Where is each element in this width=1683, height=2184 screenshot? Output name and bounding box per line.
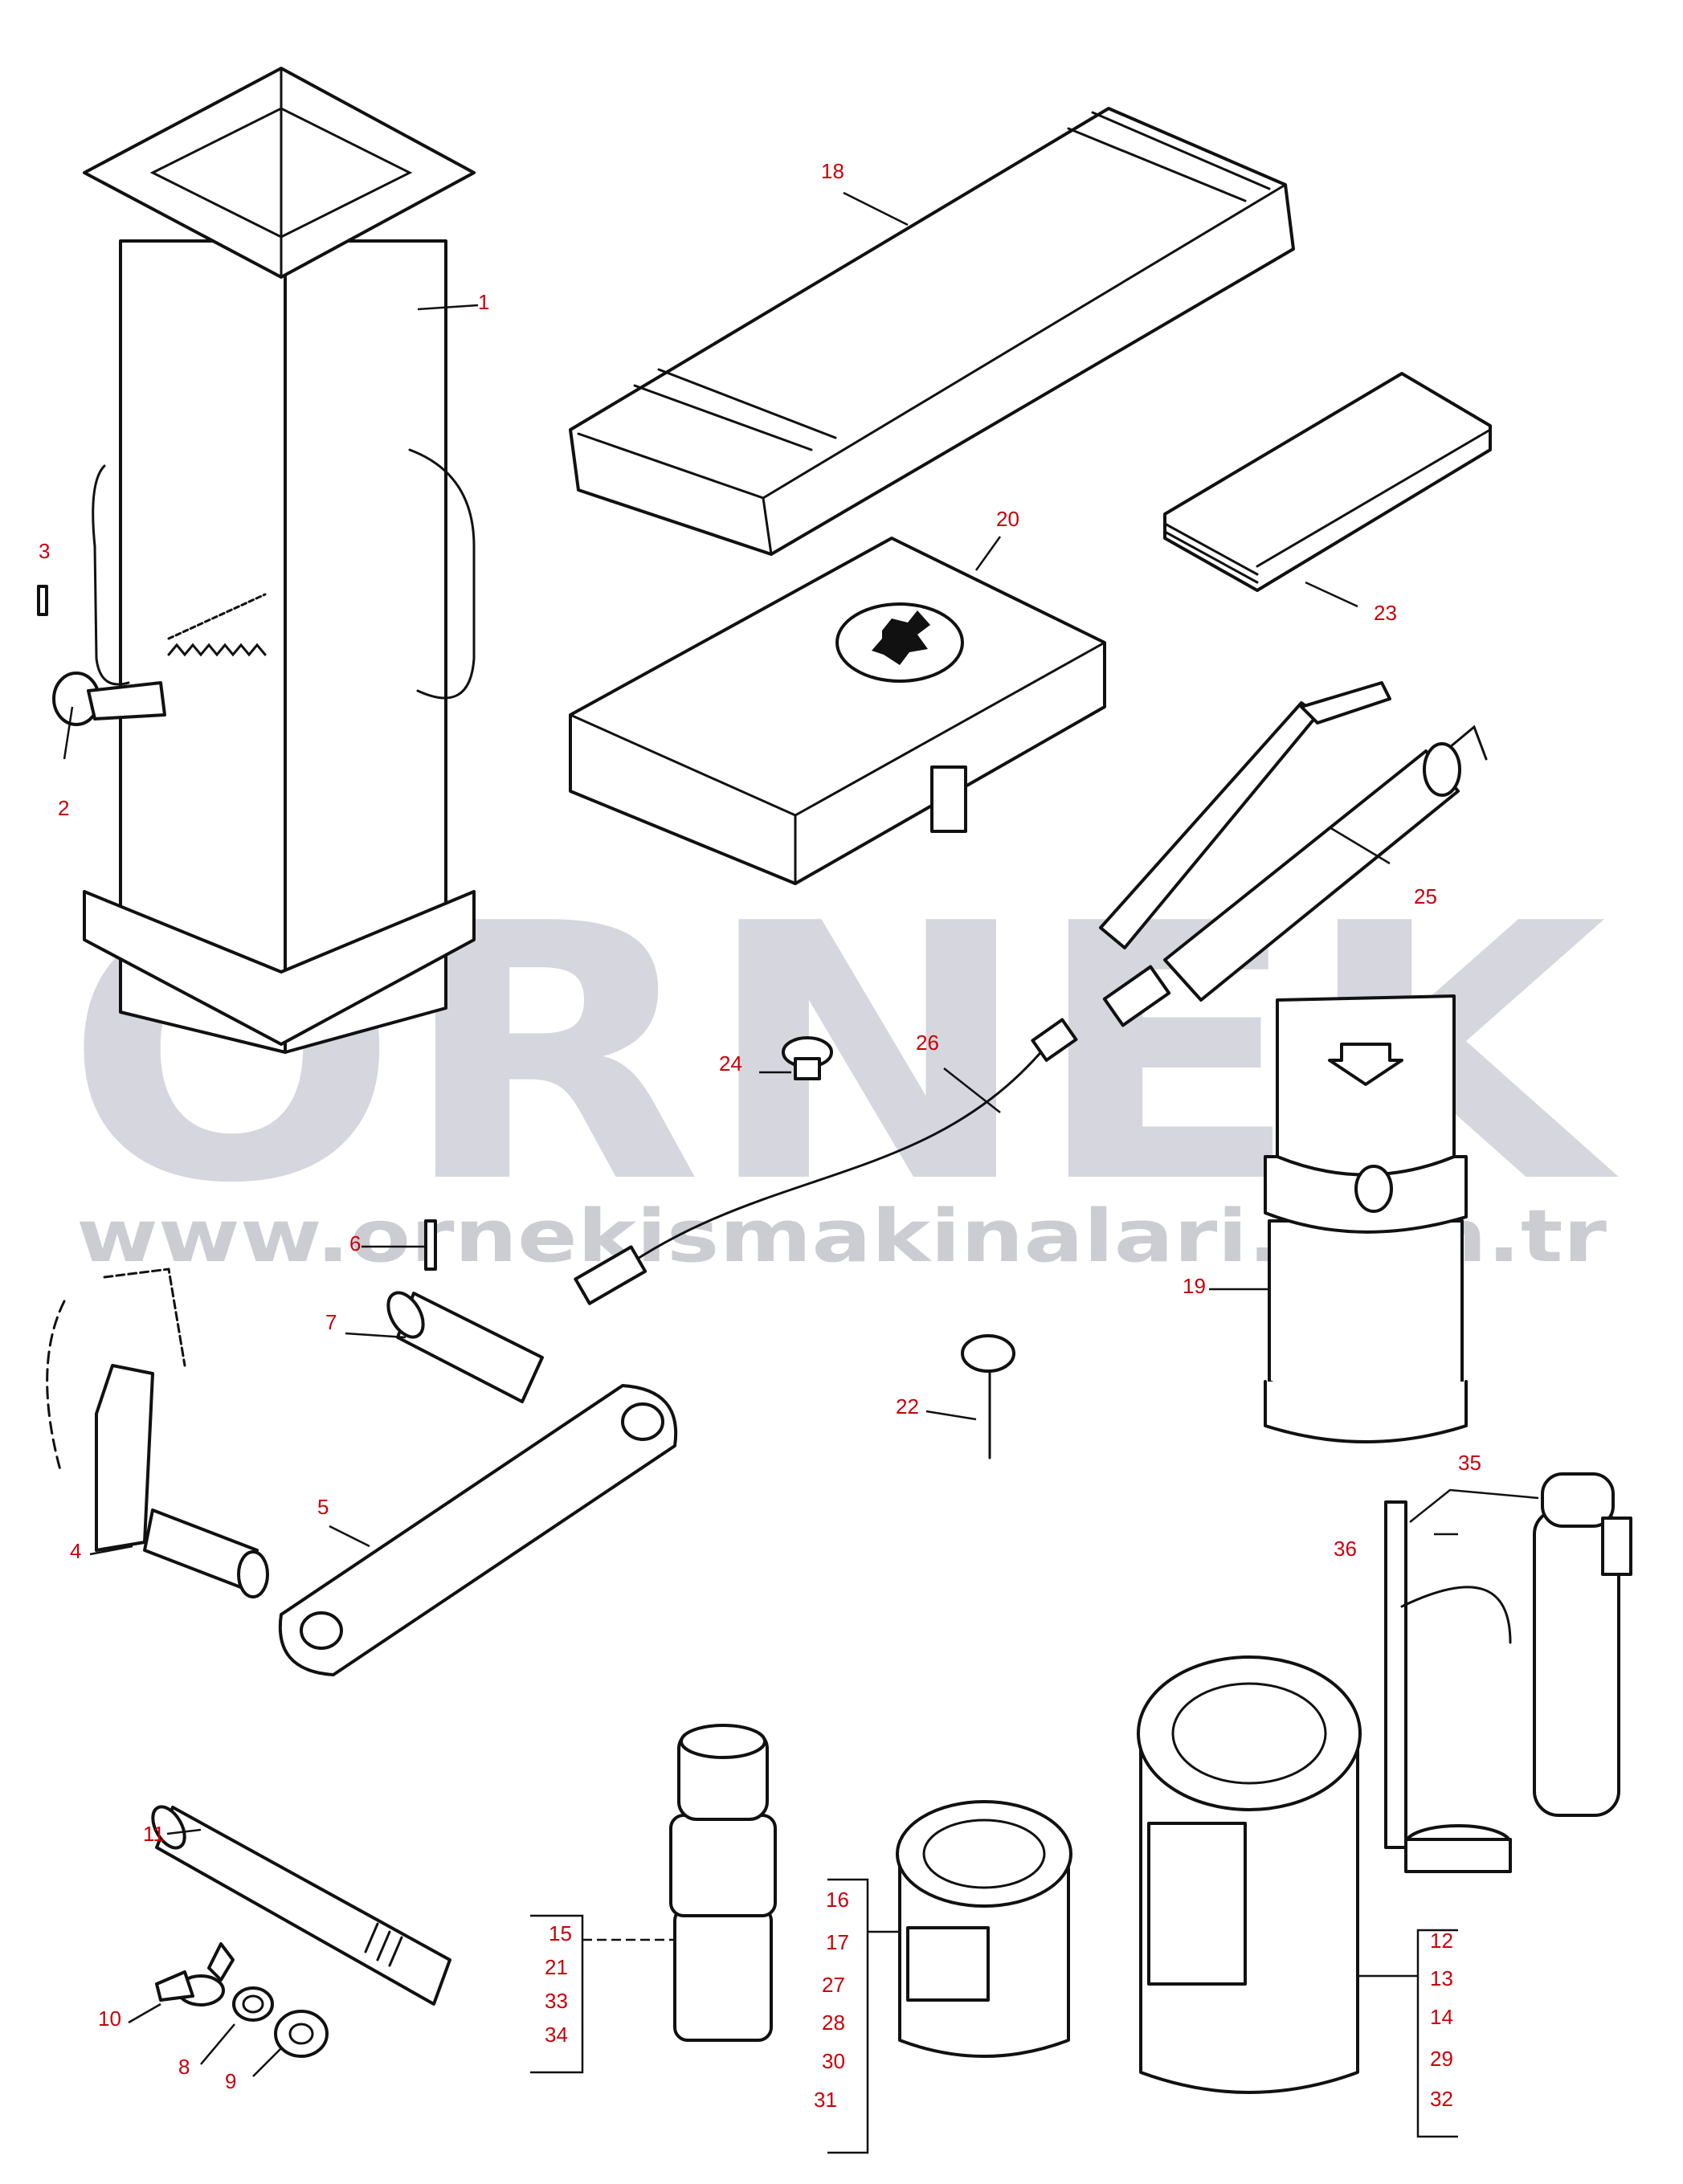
spring-icon (167, 643, 267, 657)
pin-7 (386, 1291, 544, 1403)
label-20: 20 (996, 507, 1019, 531)
label-19: 19 (1183, 1274, 1206, 1298)
label-3: 3 (39, 539, 50, 563)
label-6: 6 (349, 1231, 361, 1255)
label-14: 14 (1430, 2005, 1453, 2029)
label-7: 7 (325, 1310, 337, 1334)
label-31: 31 (814, 2088, 837, 2112)
spring-washer (232, 1986, 274, 2022)
label-17: 17 (826, 1930, 849, 1954)
leader-lines (63, 191, 1539, 2154)
label-27: 27 (822, 1973, 845, 1997)
label-34: 34 (545, 2023, 568, 2047)
cap-24 (782, 1036, 833, 1080)
label-30: 30 (822, 2049, 845, 2073)
lamp-bracket (1384, 1500, 1512, 1873)
first-aid-box (569, 537, 1106, 885)
small-tin (896, 1800, 1072, 2058)
label-26: 26 (916, 1031, 939, 1055)
label-32: 32 (1430, 2087, 1453, 2111)
label-10: 10 (98, 2006, 121, 2031)
label-36: 36 (1334, 1537, 1357, 1561)
label-29: 29 (1430, 2047, 1453, 2071)
label-23: 23 (1374, 601, 1397, 625)
arrow-down-icon (1328, 1043, 1403, 1086)
label-5: 5 (317, 1495, 329, 1519)
drawbar-hook (46, 1268, 269, 1598)
label-15: 15 (549, 1921, 572, 1945)
label-33: 33 (545, 1989, 568, 2013)
label-1: 1 (478, 290, 489, 314)
flat-washer (274, 2010, 329, 2058)
label-4: 4 (70, 1539, 81, 1563)
label-16: 16 (826, 1888, 849, 1912)
fire-extinguisher (1264, 994, 1468, 1443)
eye-bolt (961, 1334, 1015, 1459)
grease-hose (574, 1018, 1078, 1305)
label-9: 9 (225, 2069, 236, 2093)
link-bar (278, 1384, 678, 1676)
label-18: 18 (821, 159, 844, 183)
cloth-stack (1163, 372, 1492, 592)
label-22: 22 (896, 1394, 919, 1419)
small-pin-6 (424, 1219, 437, 1271)
label-28: 28 (822, 2011, 845, 2035)
label-12: 12 (1430, 1929, 1453, 1953)
label-2: 2 (58, 796, 69, 820)
threaded-pin (151, 1805, 451, 2006)
hand-lamp (1533, 1472, 1632, 1817)
label-13: 13 (1430, 1966, 1453, 1990)
small-pin-3 (37, 585, 48, 616)
tool-post-box (83, 67, 476, 1054)
label-24: 24 (719, 1051, 742, 1076)
wing-bolt (52, 672, 166, 726)
cross-icon (872, 610, 930, 665)
label-35: 35 (1458, 1451, 1481, 1475)
long-case (569, 107, 1295, 556)
label-25: 25 (1414, 884, 1437, 908)
spray-can (669, 1724, 777, 2042)
large-tin (1137, 1655, 1362, 2094)
wing-nut (155, 1942, 235, 2006)
label-21: 21 (545, 1955, 568, 1979)
label-11: 11 (143, 1822, 165, 1846)
part-labels: 1 2 3 4 5 6 7 8 9 10 11 18 19 20 22 23 2… (39, 159, 1481, 2112)
grease-gun (1099, 681, 1488, 1027)
label-8: 8 (178, 2055, 190, 2079)
